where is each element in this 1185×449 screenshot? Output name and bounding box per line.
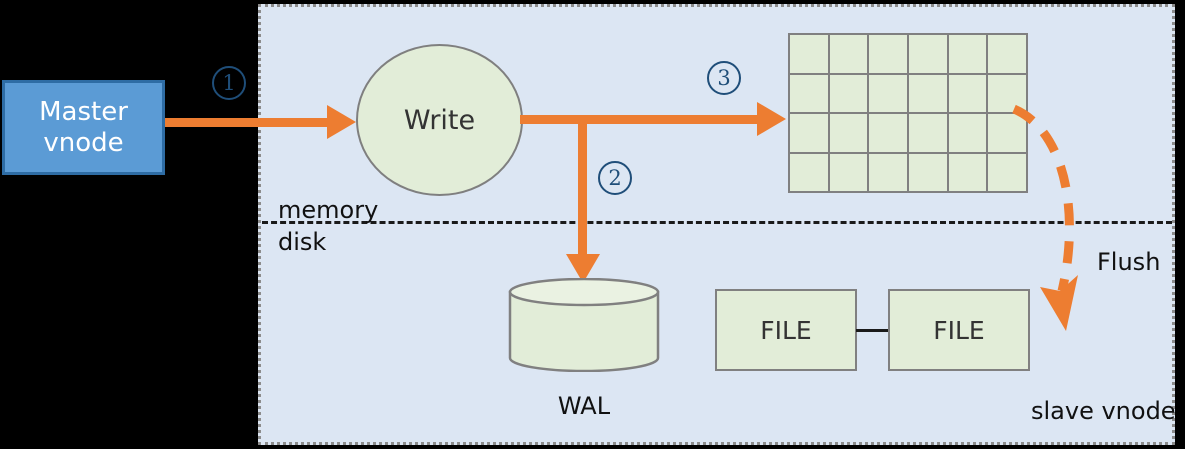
memtable-cell xyxy=(790,35,828,73)
write-node-label: Write xyxy=(403,104,476,136)
step-number-1: 1 xyxy=(212,66,246,100)
arrow-write-to-wal xyxy=(578,119,587,271)
master-vnode-label-line2: vnode xyxy=(43,127,124,158)
master-vnode-label-line1: Master xyxy=(39,96,128,127)
memory-label: memory xyxy=(278,196,379,224)
memtable-cell xyxy=(909,35,947,73)
arrow-master-to-write xyxy=(165,118,345,127)
arrow-write-to-memtable xyxy=(520,115,774,124)
file-box-2-label: FILE xyxy=(933,315,985,345)
arrow-write-to-memtable-head xyxy=(757,102,786,136)
file-box-1: FILE xyxy=(715,289,857,371)
slave-vnode-label: slave vnode xyxy=(1031,397,1176,425)
wal-label: WAL xyxy=(557,392,611,420)
memtable-cell xyxy=(988,35,1026,73)
memtable-cell xyxy=(829,74,868,112)
step-number-2: 2 xyxy=(598,161,632,195)
memtable-cell xyxy=(829,153,868,191)
memtable-cell xyxy=(909,153,947,191)
master-vnode-box: Master vnode xyxy=(2,80,165,175)
file-connector-line xyxy=(856,329,889,332)
arrow-master-to-write-head xyxy=(327,105,356,139)
memtable-cell xyxy=(988,153,1026,191)
memory-disk-divider xyxy=(262,221,1172,224)
memtable-cell xyxy=(869,74,907,112)
memtable-cell xyxy=(948,114,987,152)
memtable-cell xyxy=(909,114,947,152)
memtable-cell xyxy=(790,74,828,112)
memtable-cell xyxy=(829,35,868,73)
memtable-cell xyxy=(869,114,907,152)
disk-label: disk xyxy=(278,228,327,256)
wal-cylinder xyxy=(508,278,660,372)
memtable-cell xyxy=(790,153,828,191)
memtable-cell xyxy=(948,74,987,112)
master-vnode-label: Master vnode xyxy=(39,97,128,158)
step-number-3: 3 xyxy=(707,61,741,95)
memtable-cell xyxy=(948,35,987,73)
file-box-2: FILE xyxy=(888,289,1030,371)
memtable-cell xyxy=(790,114,828,152)
memtable-cell xyxy=(869,35,907,73)
memtable-cell xyxy=(909,74,947,112)
file-box-1-label: FILE xyxy=(760,315,812,345)
memtable-grid xyxy=(788,33,1028,193)
memtable-cell xyxy=(948,153,987,191)
memtable-cell xyxy=(869,153,907,191)
flush-label: Flush xyxy=(1097,248,1161,276)
memtable-cell xyxy=(988,114,1026,152)
memtable-cell xyxy=(988,74,1026,112)
write-node: Write xyxy=(356,44,523,196)
memtable-cell xyxy=(829,114,868,152)
